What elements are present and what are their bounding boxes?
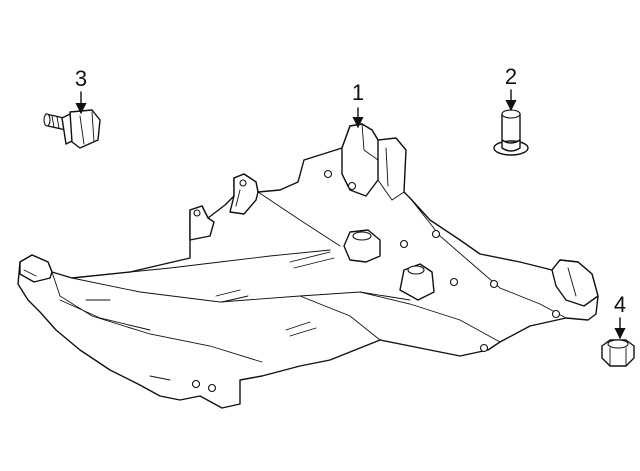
hex-nut-part[interactable] bbox=[601, 339, 635, 367]
skid-plate-part[interactable] bbox=[17, 123, 599, 409]
collar-nut-part[interactable] bbox=[493, 109, 529, 156]
callout-4-label: 4 bbox=[614, 292, 626, 317]
callout-3-label: 3 bbox=[75, 66, 87, 91]
callout-1-label: 1 bbox=[352, 80, 364, 105]
callout-2-label: 2 bbox=[505, 64, 517, 89]
flange-bolt-part[interactable] bbox=[43, 109, 101, 149]
